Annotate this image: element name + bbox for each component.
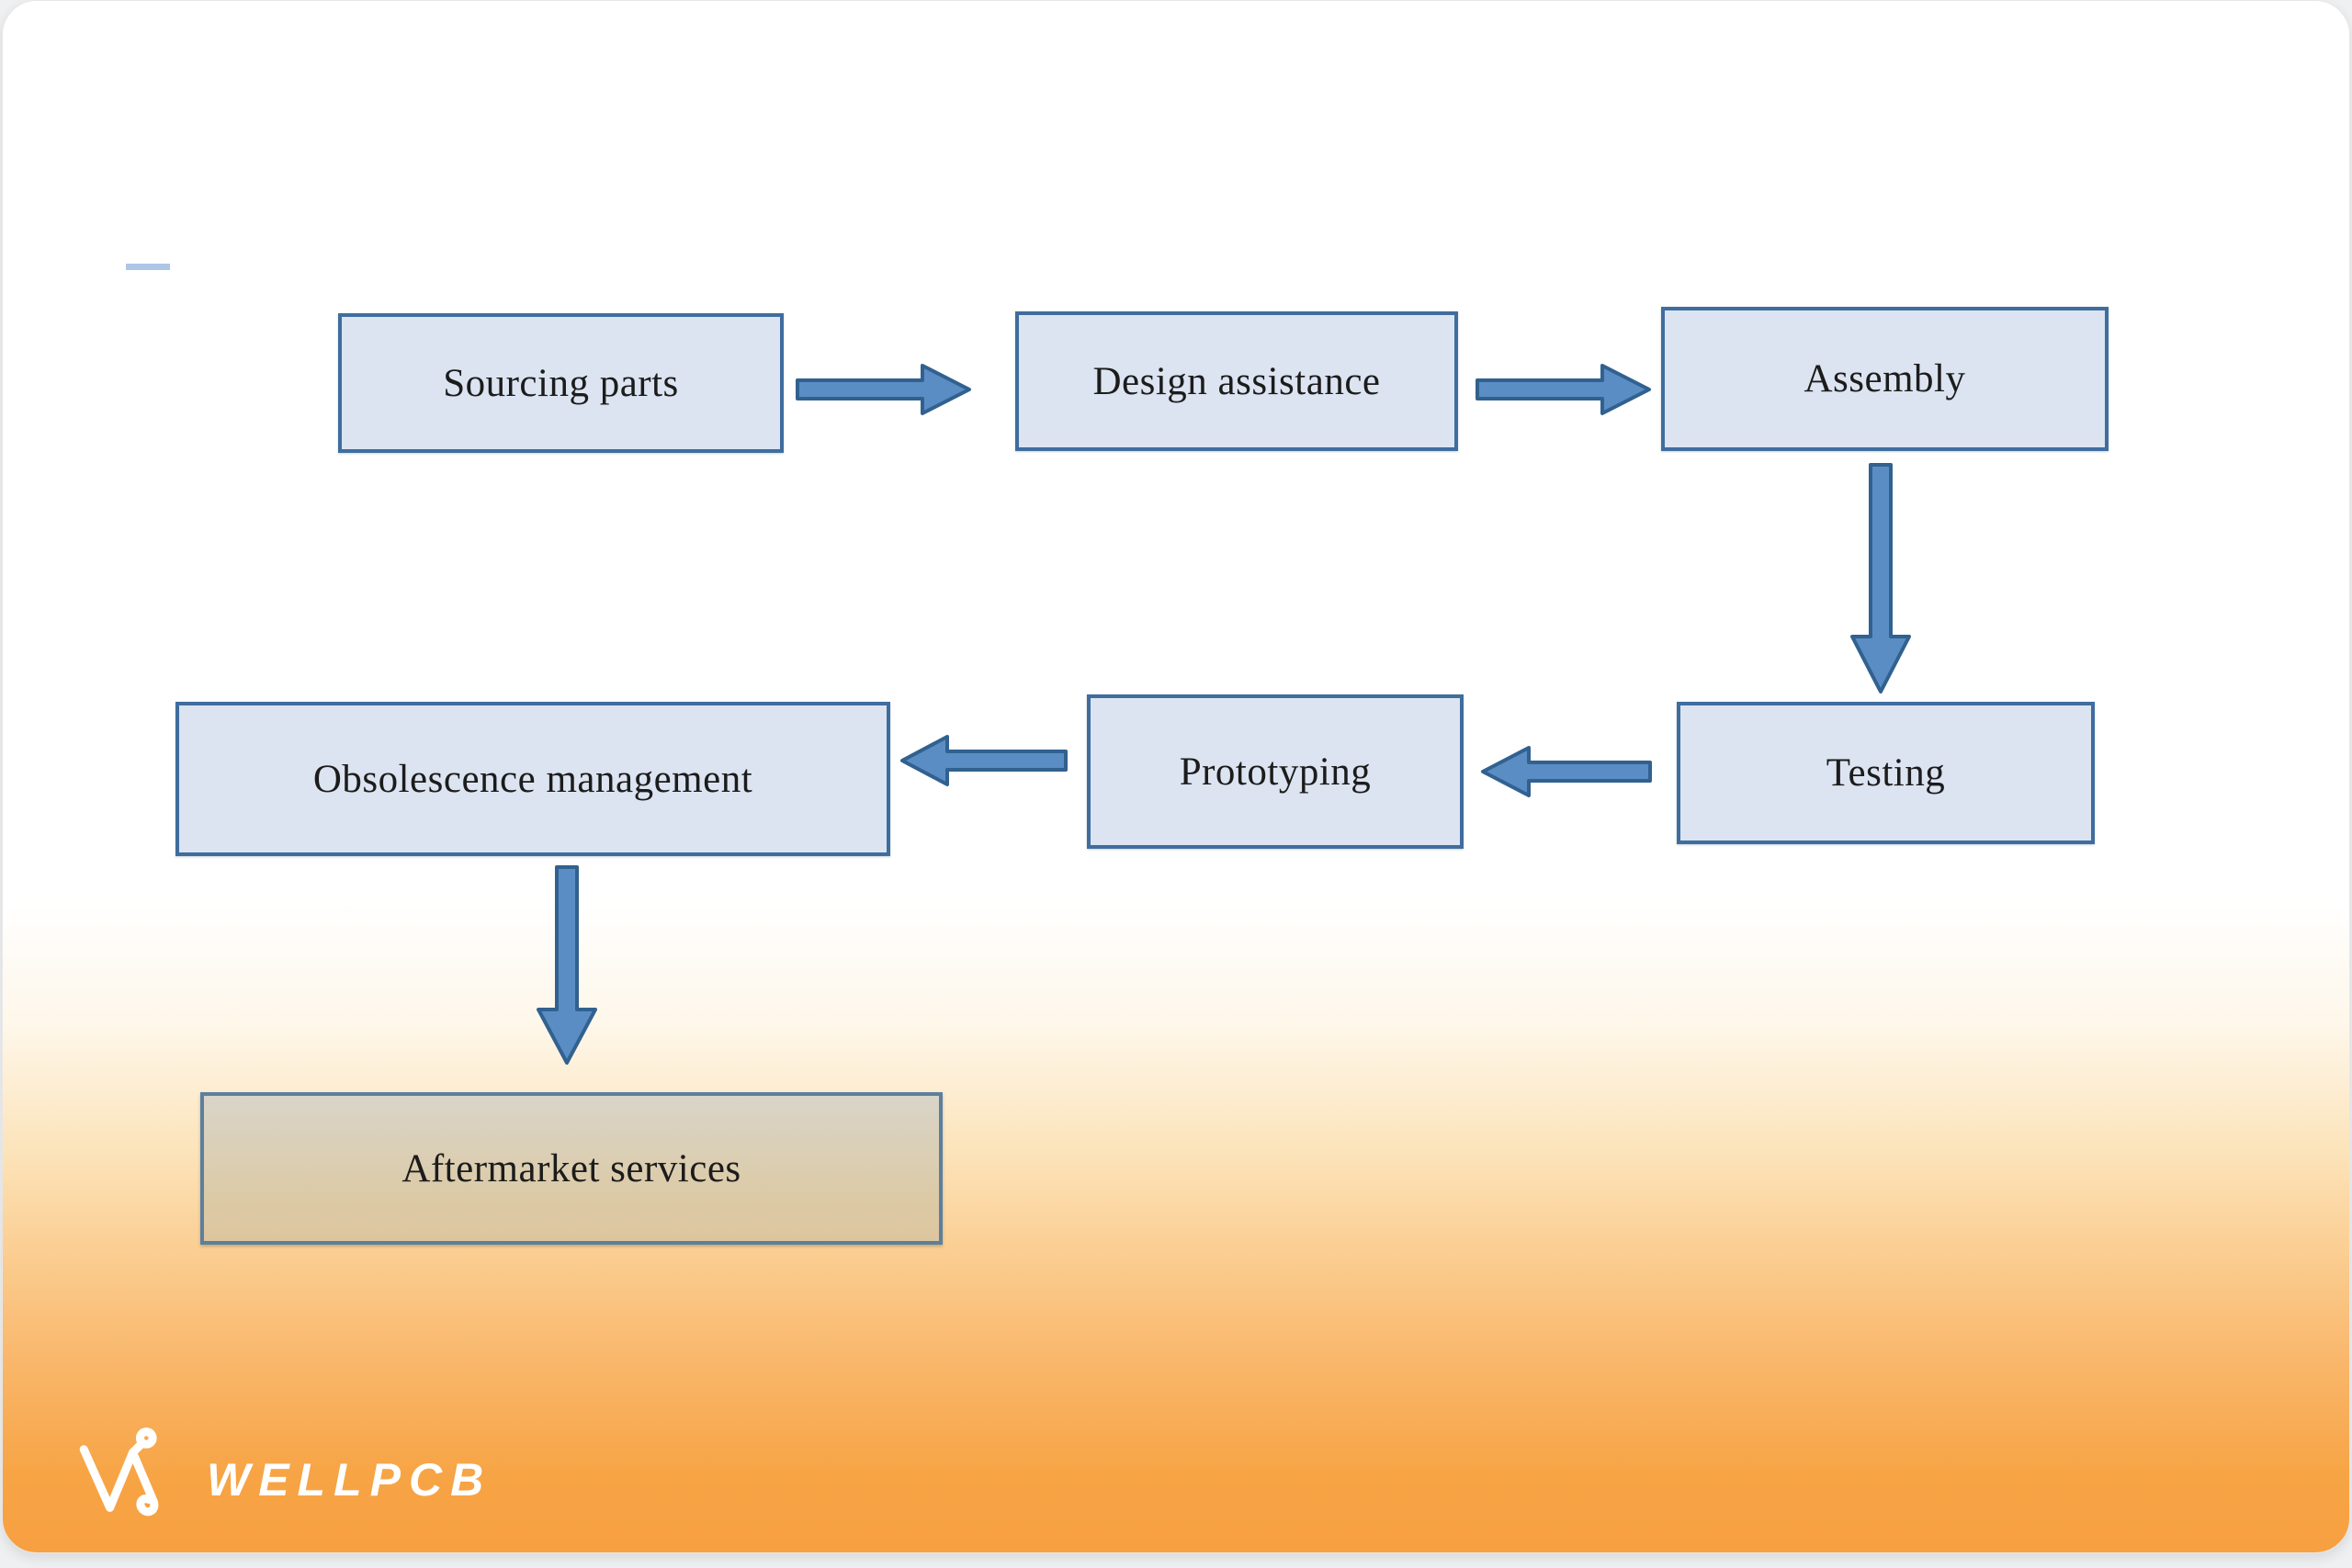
flow-node-label: Assembly: [1804, 357, 1966, 400]
flow-node-testing: Testing: [1677, 702, 2095, 844]
arrow-left-testing-to-prototyping: [1481, 746, 1652, 797]
flow-node-aftermarket-services: Aftermarket services: [200, 1092, 943, 1245]
wellpcb-w-icon: [79, 1427, 159, 1517]
flow-node-label: Obsolescence management: [312, 757, 753, 801]
flow-node-assembly: Assembly: [1661, 307, 2109, 451]
flow-node-label: Sourcing parts: [443, 361, 679, 405]
decorative-dash: [126, 264, 170, 270]
arrow-down-obsolescence-to-aftermarket: [537, 865, 597, 1065]
flow-node-label: Design assistance: [1092, 359, 1381, 403]
arrow-right-design-to-assembly: [1476, 364, 1651, 415]
flow-node-sourcing-parts: Sourcing parts: [338, 313, 784, 453]
flow-node-label: Testing: [1826, 751, 1946, 795]
flow-node-prototyping: Prototyping: [1087, 694, 1464, 849]
wellpcb-wordmark: WELLPCB: [207, 1454, 492, 1506]
arrow-down-assembly-to-testing: [1850, 463, 1911, 694]
arrow-left-prototyping-to-obsolescence: [900, 735, 1068, 786]
wellpcb-logo: WELLPCB: [74, 1427, 492, 1520]
flow-node-design-assistance: Design assistance: [1015, 311, 1458, 451]
flow-node-label: Aftermarket services: [401, 1146, 741, 1190]
arrow-right-sourcing-to-design: [796, 364, 971, 415]
flow-node-label: Prototyping: [1179, 750, 1372, 794]
flow-node-obsolescence-management: Obsolescence management: [175, 702, 890, 856]
